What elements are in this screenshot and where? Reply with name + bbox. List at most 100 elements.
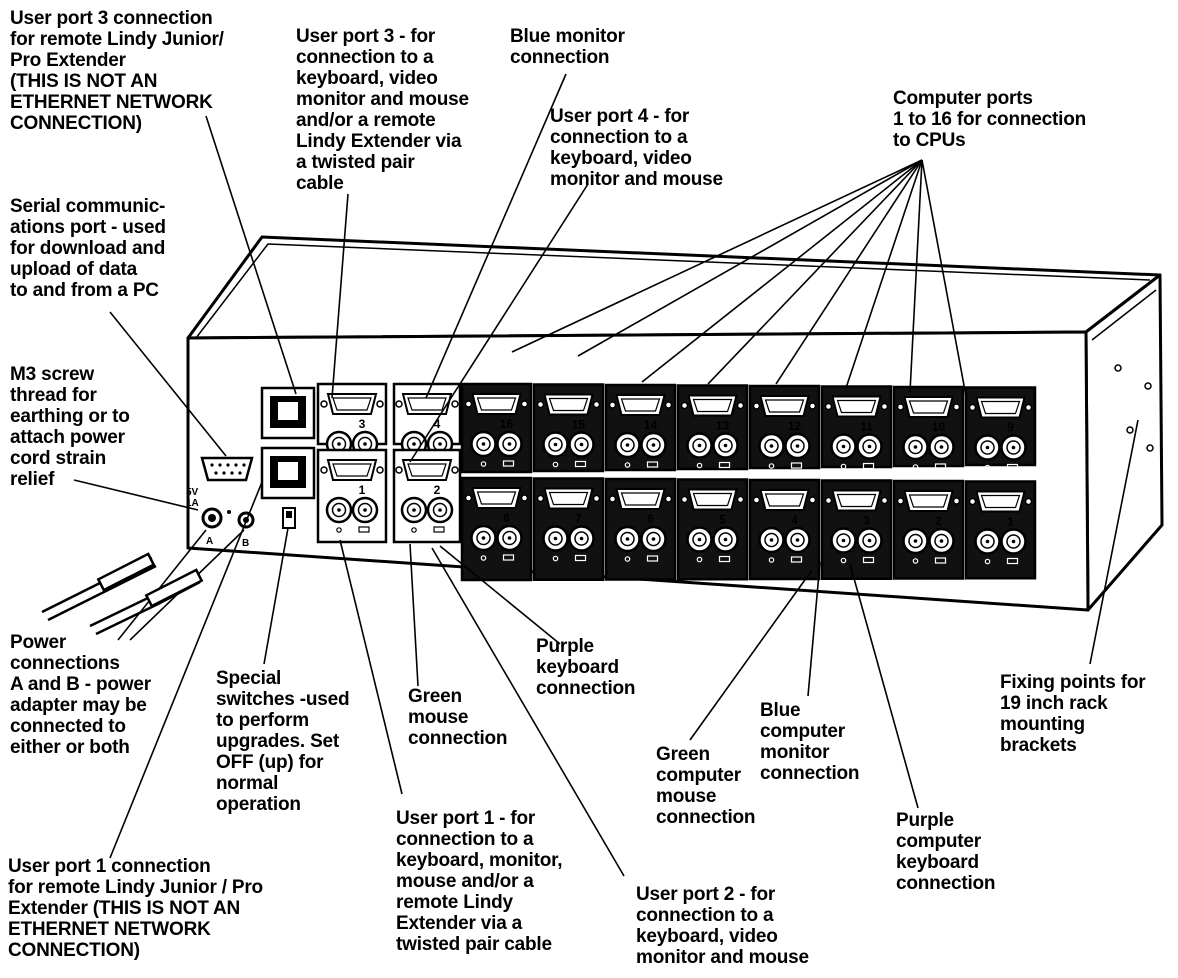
connector-ring <box>620 437 635 453</box>
port-number: 8 <box>503 511 510 525</box>
power-plug-a <box>96 552 156 592</box>
port-number: 10 <box>932 420 946 434</box>
computer-port-top: 10 <box>892 385 965 470</box>
monitor-connector-inner <box>692 492 733 507</box>
label-green-mouse: Green mouse connection <box>408 686 508 749</box>
computer-port-bottom: 1 <box>964 480 1037 580</box>
connector-ring <box>646 531 661 547</box>
monitor-connector-inner <box>980 400 1021 415</box>
monitor-connector <box>831 489 882 512</box>
connector-ring <box>980 440 995 455</box>
mouse-symbol <box>696 462 703 469</box>
label-user-port1-extender: User port 1 connection for remote Lindy … <box>8 856 263 961</box>
connector-pin <box>913 445 918 449</box>
connector-pin <box>1011 539 1016 544</box>
connector-ring <box>934 439 949 455</box>
mouse-symbol <box>840 557 847 564</box>
port-number: 12 <box>788 419 802 433</box>
connector-ring <box>836 533 851 548</box>
label-computer-ports: Computer ports 1 to 16 for connection to… <box>893 88 1087 151</box>
monitor-connector-inner <box>836 399 877 414</box>
monitor-connector <box>759 395 810 417</box>
computer-port-top: 13 <box>676 384 749 471</box>
monitor-connector <box>401 393 453 415</box>
monitor-connector-inner <box>407 397 447 411</box>
monitor-connector-screw <box>451 400 459 408</box>
leader-line <box>339 539 403 795</box>
port-number: 6 <box>647 512 654 526</box>
serial-port-connector <box>200 456 254 482</box>
chassis-side-rail <box>1091 289 1157 341</box>
monitor-connector-screw <box>464 400 473 408</box>
connector-ring <box>718 438 733 453</box>
leader-line <box>409 543 419 687</box>
connector-ring <box>692 438 707 453</box>
leader-lines <box>73 73 1139 877</box>
monitor-connector <box>975 396 1026 419</box>
connector-ring <box>1006 440 1021 455</box>
serial-port-pin <box>230 471 234 475</box>
connector-pin <box>985 445 990 450</box>
computer-port-top: 11 <box>820 385 893 470</box>
chassis-top-edge <box>195 243 1151 339</box>
connector-pin <box>651 443 656 447</box>
computer-port-bottom: 6 <box>604 477 677 581</box>
keyboard-symbol <box>1006 463 1019 471</box>
port-number: 15 <box>572 418 586 432</box>
monitor-connector-screw <box>752 496 761 504</box>
serial-port-pin <box>218 463 222 467</box>
connector-pin <box>412 442 416 446</box>
mouse-symbol <box>480 555 487 561</box>
mouse-symbol <box>552 461 559 468</box>
monitor-connector-inner <box>764 493 805 507</box>
connector-pin <box>507 442 512 446</box>
extender-jack-opening <box>278 462 298 480</box>
connector-pin <box>867 538 872 543</box>
leader-line-computer-ports <box>775 159 923 385</box>
keyboard-symbol <box>574 554 587 562</box>
rack-fixing-hole <box>1126 426 1134 434</box>
computer-port-bottom: 8 <box>460 476 533 582</box>
label-user-port2: User port 2 - for connection to a keyboa… <box>636 884 809 968</box>
connector-ring <box>357 502 373 518</box>
connector-ring <box>790 532 805 548</box>
monitor-connector-inner <box>908 400 949 414</box>
mouse-symbol <box>984 558 991 565</box>
connector-pin <box>769 444 774 448</box>
connector-pin <box>913 539 918 543</box>
leader-line-computer-ports <box>577 159 923 357</box>
leader-line <box>849 563 919 809</box>
connector-pin <box>579 442 584 447</box>
connector-ring <box>646 437 661 453</box>
monitor-connector-screw <box>952 403 961 411</box>
connector-ring <box>908 533 923 549</box>
monitor-connector-screw <box>880 496 889 505</box>
monitor-connector-inner <box>476 397 517 411</box>
label-purple-keyboard: Purple keyboard connection <box>536 636 636 699</box>
monitor-connector <box>903 396 954 418</box>
computer-port-top: 12 <box>748 384 821 470</box>
monitor-connector <box>471 393 522 415</box>
keyboard-symbol <box>790 462 803 469</box>
monitor-connector-screw <box>520 494 529 502</box>
connector-pin <box>939 539 944 543</box>
extender-jack-opening <box>278 402 298 420</box>
connector-ring <box>836 439 851 454</box>
keyboard-symbol <box>358 526 370 533</box>
monitor-connector-screw <box>896 497 905 505</box>
mouse-symbol <box>912 558 919 564</box>
leader-line <box>807 561 821 697</box>
connector-pin <box>363 508 367 512</box>
connector-ring <box>574 531 589 546</box>
connector-ring <box>620 531 635 547</box>
label-special-switches: Special switches -used to perform upgrad… <box>216 668 350 815</box>
leader-line <box>109 481 263 859</box>
serial-port-pin <box>234 463 238 467</box>
monitor-connector-screw <box>664 401 673 409</box>
monitor-connector-screw <box>752 402 761 410</box>
connector-pin <box>723 443 728 448</box>
power-rating-line1: 5V <box>186 487 199 498</box>
leader-line <box>109 311 227 457</box>
label-serial-port: Serial communic- ations port - used for … <box>10 196 166 301</box>
connector-pin <box>412 508 416 512</box>
